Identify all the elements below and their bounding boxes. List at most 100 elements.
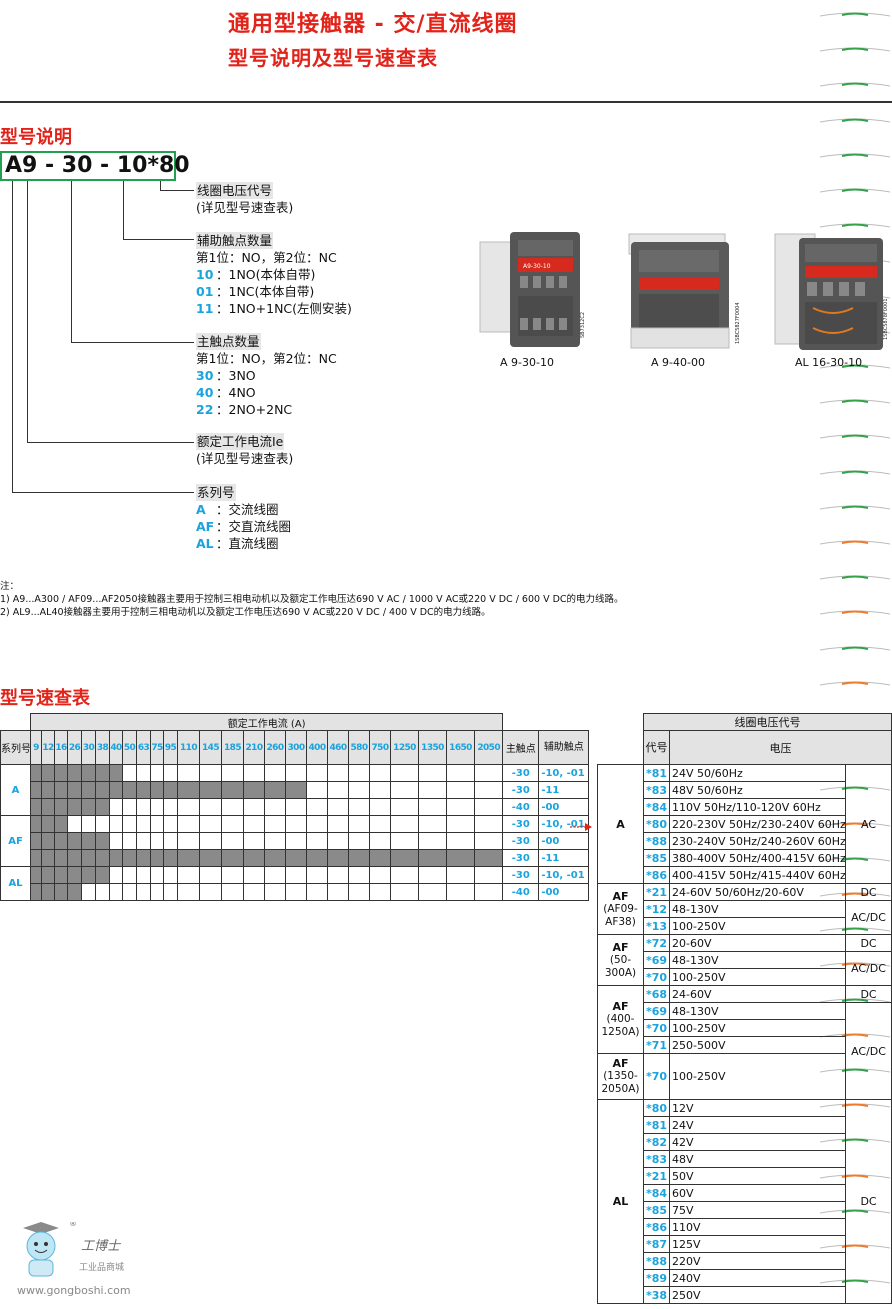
unavailable-cell [473,832,504,850]
voltage-value: 100-250V [669,1019,846,1037]
aux-contact-code: -10, -01 [538,866,590,884]
option-code: 10 [196,267,214,282]
unavailable-cell [306,815,328,833]
voltage-code: *80 [643,1099,670,1117]
unavailable-cell [199,866,222,884]
connector-line [123,239,194,240]
main-contact-code: -30 [502,866,540,884]
unavailable-cell [199,883,222,901]
aux-contact-code: -00 [538,883,590,901]
unavailable-cell [122,798,137,816]
edge-tab-mark [820,505,890,510]
unavailable-cell [285,798,307,816]
voltage-value: 12V [669,1099,846,1117]
table-row: -30-11 [1,849,590,867]
voltage-code: *68 [643,985,670,1003]
unavailable-cell [473,798,504,816]
voltage-value: 60V [669,1184,846,1202]
current-value: 75 [150,730,164,765]
current-value: 26 [67,730,82,765]
available-cell [30,781,42,799]
unavailable-cell [418,781,447,799]
current-value: 50 [122,730,137,765]
available-cell [163,781,178,799]
available-cell [199,781,222,799]
unavailable-cell [446,815,475,833]
current-value: 40 [109,730,123,765]
unavailable-cell [348,815,370,833]
unavailable-cell [369,764,391,782]
table-row: AL-30-10, -01 [0,866,590,901]
unavailable-cell [327,781,349,799]
note-item: 1) A9...A300 / AF09...AF2050接触器主要用于控制三相电… [0,594,624,605]
unavailable-cell [221,815,244,833]
unavailable-cell [348,764,370,782]
current-value: 750 [369,730,391,765]
voltage-code: *83 [643,1150,670,1168]
voltage-code: *69 [643,1002,670,1020]
unavailable-cell [285,832,307,850]
edge-tab-mark [820,153,890,158]
available-cell [369,849,391,867]
page-title: 通用型接触器 - 交/直流线圈 [228,12,518,37]
current-value: 300 [285,730,307,765]
unavailable-cell [177,798,200,816]
unavailable-cell [473,866,504,884]
series-cell: A [597,764,644,884]
model-block-line: 第1位：NO，第2位：NC [196,249,352,266]
available-cell [199,849,222,867]
logo-tagline: 工业品商城 [79,1261,124,1273]
current-type-cell: AC/DC [844,900,892,935]
voltage-value: 48V 50/60Hz [669,781,846,799]
table-row: -40-00 [1,883,590,901]
voltage-value: 100-250V [669,917,846,935]
voltage-code: *84 [643,1184,670,1202]
main-contact-code: -30 [502,781,540,799]
connector-line [27,442,194,443]
main-contact-code: -30 [502,815,540,833]
option-code: 40 [196,385,214,400]
available-cell [81,781,96,799]
product-caption: A 9-30-10 [500,356,554,369]
available-cell [95,849,110,867]
series-cell: AF(AF09-AF38) [597,883,644,935]
voltage-code: *80 [643,815,670,833]
aux-contact-code: -00 [538,832,590,850]
option-text: ：交流线圈 [216,502,279,517]
unavailable-cell [243,815,265,833]
voltage-value: 100-250V [669,968,846,986]
current-value: 1350 [418,730,447,765]
available-cell [95,781,110,799]
unavailable-cell [122,764,137,782]
available-cell [221,849,244,867]
unavailable-cell [150,832,164,850]
unavailable-cell [136,883,151,901]
current-value: 145 [199,730,222,765]
voltage-header: 电压 [668,730,892,765]
edge-tab-mark [820,82,890,87]
model-block-line: 22：2NO+2NC [196,401,337,418]
available-cell [30,866,42,884]
unavailable-cell [81,815,96,833]
edge-tab-mark [820,188,890,193]
edge-tab-mark [820,575,890,580]
aux-contact-code: -10, -01 [538,764,590,782]
table-row: -30-00 [1,832,590,850]
empty-cell [1,714,31,731]
logo-url: www.gongboshi.com [17,1284,131,1297]
voltage-value: 220V [669,1252,846,1270]
available-cell [122,781,137,799]
available-cell [67,798,82,816]
notes-label: 注： [0,581,20,592]
unavailable-cell [199,764,222,782]
available-cell [109,764,123,782]
voltage-value: 48-130V [669,951,846,969]
available-cell [54,764,68,782]
series-range: (50-300A) [604,953,637,979]
